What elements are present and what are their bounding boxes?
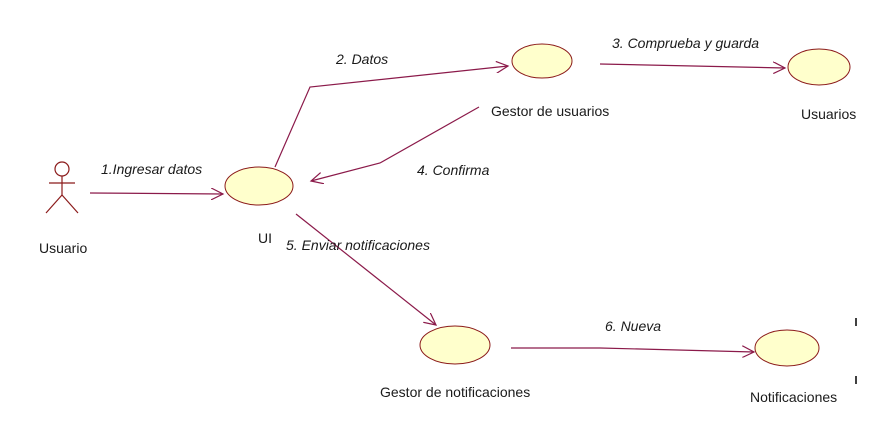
usuarios-label: Usuarios bbox=[801, 106, 856, 122]
message-6-label: 6. Nueva bbox=[605, 318, 661, 334]
link-ingresar-datos[interactable] bbox=[89, 193, 223, 194]
usuario-label: Usuario bbox=[39, 240, 87, 256]
usuarios-node[interactable] bbox=[787, 48, 851, 86]
notificaciones-label: Notificaciones bbox=[750, 389, 837, 405]
ui-label: UI bbox=[258, 230, 272, 246]
usuario-actor-icon[interactable] bbox=[45, 161, 79, 214]
link-nueva[interactable] bbox=[511, 348, 754, 352]
link-comprueba-guarda[interactable] bbox=[599, 64, 785, 68]
gestor-notificaciones-node[interactable] bbox=[419, 325, 491, 365]
message-1-label: 1.Ingresar datos bbox=[101, 161, 202, 177]
gestor-usuarios-node[interactable] bbox=[511, 43, 573, 79]
link-confirma[interactable] bbox=[311, 106, 480, 181]
message-4-label: 4. Confirma bbox=[417, 162, 490, 178]
ui-node[interactable] bbox=[224, 166, 294, 206]
message-3-label: 3. Comprueba y guarda bbox=[612, 35, 759, 51]
gestor-notificaciones-label: Gestor de notificaciones bbox=[380, 384, 530, 400]
message-5-label: 5. Enviar notificaciones bbox=[286, 237, 430, 253]
message-2-label: 2. Datos bbox=[335, 51, 388, 67]
link-datos[interactable] bbox=[274, 66, 508, 168]
gestor-usuarios-label: Gestor de usuarios bbox=[491, 103, 609, 119]
link-enviar-notificaciones[interactable] bbox=[295, 213, 436, 325]
notificaciones-node[interactable] bbox=[754, 329, 820, 367]
